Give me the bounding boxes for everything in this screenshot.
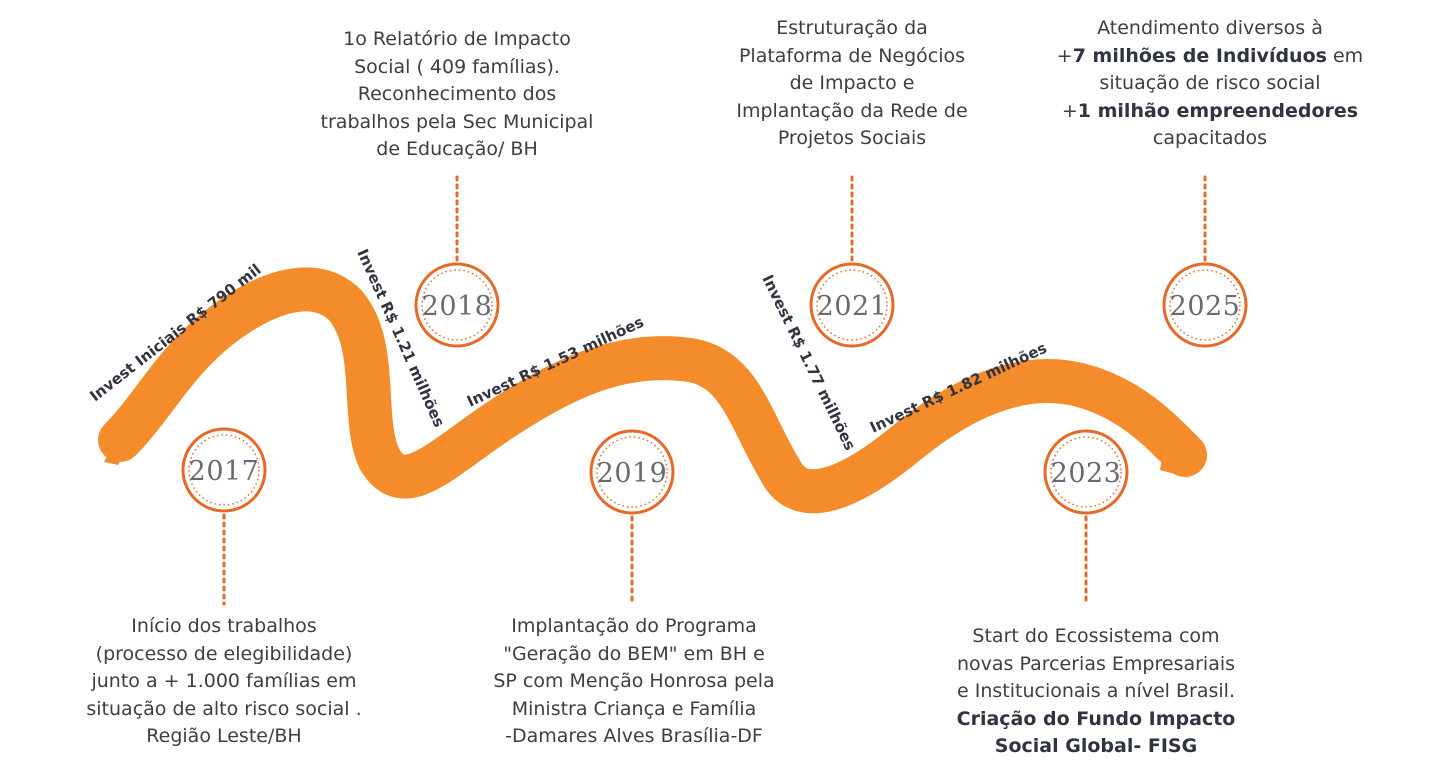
- highlight-text: 7 milhões de Indivíduos: [1072, 44, 1327, 67]
- description-line: situação de risco social: [1040, 70, 1380, 98]
- description-line: (processo de elegibilidade): [95, 642, 353, 665]
- description-line: e Institucionais a nível Brasil.: [957, 680, 1235, 702]
- year-badge-2023: 2023: [1043, 429, 1129, 515]
- description-line: Projetos Sociais: [777, 127, 927, 149]
- year-2018: 2018: [422, 291, 493, 322]
- description-line: Social Global- FISG: [926, 733, 1266, 761]
- description-line: Início dos trabalhos: [131, 615, 317, 637]
- description-line: +7 milhões de Indivíduos em: [1040, 43, 1380, 71]
- description-line: Reconhecimento dos: [357, 83, 557, 105]
- description-line: junto a + 1.000 famílias em: [91, 670, 357, 692]
- highlight-text: Social Global- FISG: [994, 735, 1198, 757]
- text: +: [1061, 99, 1078, 122]
- description-line: "Geração do BEM" em BH e: [503, 642, 765, 665]
- description-line: SP com Menção Honrosa pela: [493, 670, 775, 692]
- year-badge-2019: 2019: [589, 429, 675, 515]
- description-line: -Damares Alves Brasília-DF: [505, 725, 763, 747]
- text: +: [1056, 44, 1073, 67]
- description-2025: Atendimento diversos à +7 milhões de Ind…: [1040, 15, 1380, 153]
- description-line: Criação do Fundo Impacto: [926, 706, 1266, 734]
- description-2018: 1o Relatório de Impacto Social ( 409 fam…: [307, 26, 607, 164]
- year-badge-2018: 2018: [414, 262, 500, 348]
- description-line: Região Leste/BH: [146, 725, 302, 747]
- description-line: Start do Ecossistema com: [972, 625, 1220, 647]
- description-line: trabalhos pela Sec Municipal: [320, 110, 594, 133]
- description-2017: Início dos trabalhos (processo de elegib…: [74, 613, 374, 751]
- description-line: novas Parcerias Empresariais: [956, 652, 1236, 675]
- year-2025: 2025: [1170, 291, 1241, 322]
- year-badge-2017: 2017: [181, 427, 267, 513]
- description-line: 1o Relatório de Impacto: [343, 28, 571, 50]
- description-line: Estruturação da: [776, 17, 928, 39]
- description-line: +1 milhão empreendedores: [1040, 98, 1380, 126]
- timeline-river-head: [1160, 440, 1198, 478]
- year-2019: 2019: [597, 458, 668, 489]
- description-line: de Impacto e: [789, 72, 915, 94]
- year-2023: 2023: [1051, 458, 1122, 489]
- description-line: Implantação do Programa: [511, 615, 757, 637]
- year-2017: 2017: [189, 456, 260, 487]
- year-badge-2021: 2021: [809, 262, 895, 348]
- timeline-river: [98, 267, 1207, 514]
- highlight-text: Criação do Fundo Impacto: [956, 707, 1236, 730]
- description-line: de Educação/ BH: [376, 138, 538, 160]
- description-line: Atendimento diversos à: [1040, 15, 1380, 43]
- description-line: Implantação da Rede de: [736, 99, 968, 122]
- description-line: Social ( 409 famílias).: [354, 55, 560, 78]
- description-2023: Start do Ecossistema com novas Parcerias…: [926, 623, 1266, 761]
- text: Atendimento diversos à: [1097, 17, 1323, 39]
- description-line: situação de alto risco social .: [86, 697, 362, 720]
- description-2021: Estruturação da Plataforma de Negócios d…: [702, 15, 1002, 153]
- description-2019: Implantação do Programa "Geração do BEM"…: [464, 613, 804, 751]
- description-line: Ministra Criança e Família: [511, 697, 757, 720]
- text: capacitados: [1152, 127, 1268, 149]
- description-line: capacitados: [1040, 125, 1380, 153]
- year-badge-2025: 2025: [1162, 262, 1248, 348]
- year-2021: 2021: [817, 291, 888, 322]
- highlight-text: 1 milhão empreendedores: [1077, 99, 1359, 122]
- description-line: Plataforma de Negócios: [738, 44, 966, 67]
- text: situação de risco social: [1099, 72, 1321, 94]
- timeline-river-tail: [104, 425, 140, 465]
- text: em: [1326, 44, 1364, 67]
